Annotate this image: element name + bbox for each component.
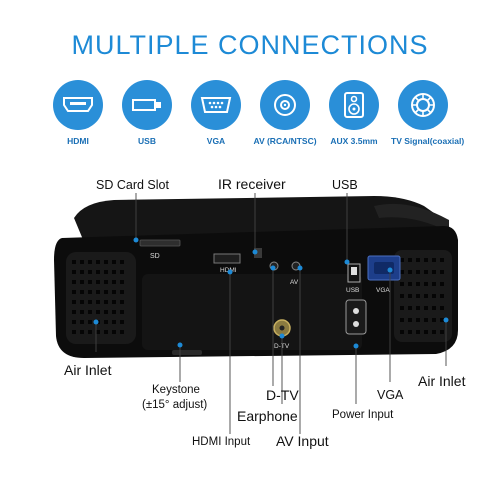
callout-earphone: Earphone xyxy=(237,408,298,424)
connection-label-av: AV (RCA/NTSC) xyxy=(253,136,317,146)
connection-label-tv: TV Signal(coaxial) xyxy=(391,136,465,146)
sd-marking: SD xyxy=(150,253,160,260)
connection-label-hdmi: HDMI xyxy=(67,136,89,146)
keystone-wheel xyxy=(172,350,202,355)
connection-usb: USB xyxy=(115,80,179,146)
connection-tv: TV Signal(coaxial) xyxy=(391,80,465,146)
callout-vga: VGA xyxy=(377,388,404,402)
connection-av: AV (RCA/NTSC) xyxy=(253,80,317,146)
ir-receiver-window xyxy=(254,248,262,258)
hdmi-port xyxy=(213,253,241,264)
usb-marking: USB xyxy=(346,287,359,294)
callout-keystone: Keystone xyxy=(152,384,200,396)
av-marking: AV xyxy=(290,279,299,286)
callout-power-input: Power Input xyxy=(332,409,394,421)
connection-label-vga: VGA xyxy=(206,136,226,146)
power-input-socket xyxy=(345,299,367,335)
callout-sd-card-slot: SD Card Slot xyxy=(96,178,169,192)
callout-d-tv: D-TV xyxy=(266,387,299,403)
callout-hdmi-input: HDMI Input xyxy=(192,436,251,448)
vga-marking: VGA xyxy=(376,287,390,294)
speaker-icon xyxy=(329,80,379,130)
connection-vga: VGA xyxy=(184,80,248,146)
connections-icon-row: HDMI USB VGA AV (RCA/NTSC) AUX 3.5mm TV … xyxy=(46,80,466,150)
usb-icon xyxy=(122,80,172,130)
hdmi-icon xyxy=(53,80,103,130)
vga-icon xyxy=(191,80,241,130)
right-vent-grille xyxy=(394,250,452,342)
callout-ir-receiver: IR receiver xyxy=(218,176,286,192)
page-title: MULTIPLE CONNECTIONS xyxy=(71,30,429,60)
callout-usb: USB xyxy=(332,178,358,192)
connection-hdmi: HDMI xyxy=(46,80,110,146)
sd-card-slot-port xyxy=(139,239,181,247)
projector-image: SD HDMI AV D-TV USB VGA xyxy=(54,196,458,358)
connection-label-aux: AUX 3.5mm xyxy=(330,136,378,146)
av-rca-icon xyxy=(260,80,310,130)
coaxial-icon xyxy=(398,80,448,130)
callout-keystone-range: (±15° adjust) xyxy=(142,399,208,411)
left-vent-grille xyxy=(66,252,136,344)
connection-label-usb: USB xyxy=(138,136,156,146)
connection-aux: AUX 3.5mm xyxy=(322,80,386,146)
callout-air-inlet-left: Air Inlet xyxy=(64,362,112,378)
callout-av-input: AV Input xyxy=(276,433,329,449)
callout-air-inlet-right: Air Inlet xyxy=(418,373,466,389)
